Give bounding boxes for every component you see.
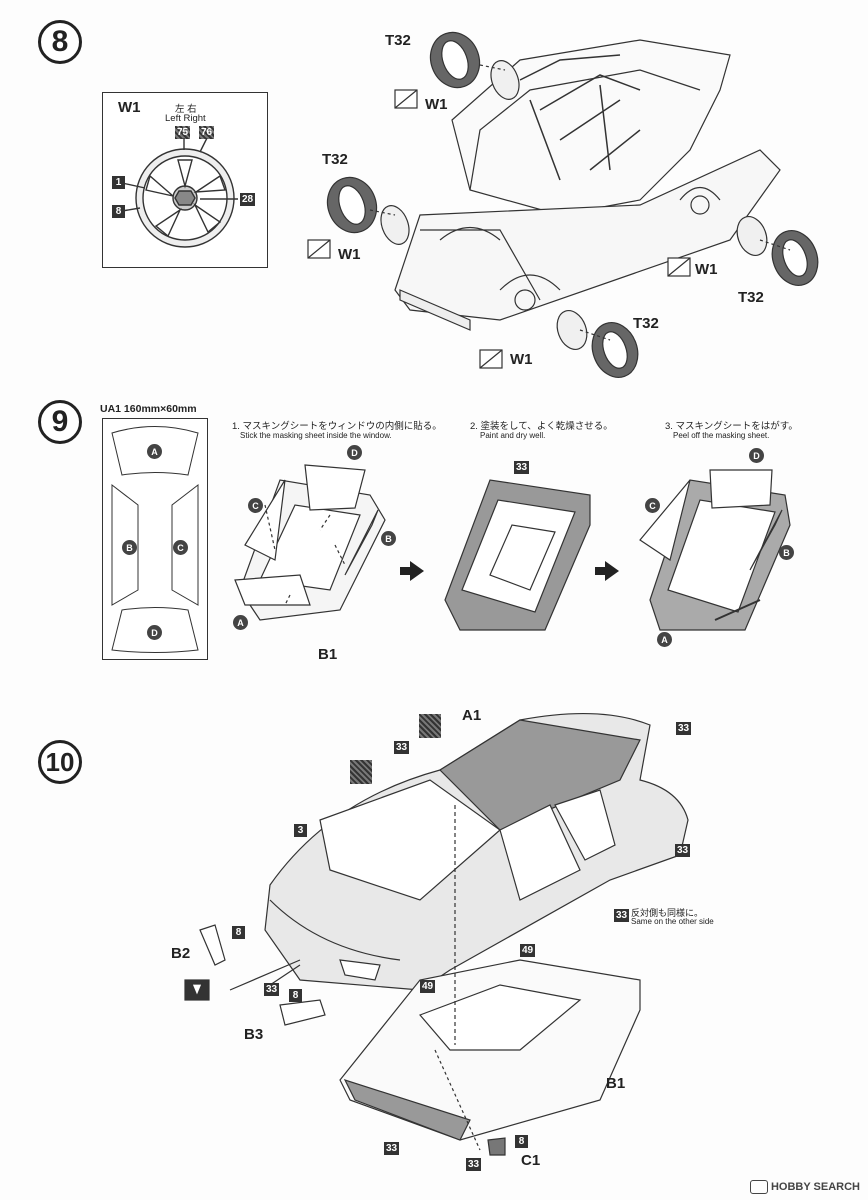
mask-label-c: C — [173, 540, 188, 555]
wheel-label-left: W1 — [338, 246, 361, 263]
left-right-en: Left Right — [165, 113, 206, 124]
decal-8-b: 8 — [289, 989, 302, 1002]
frame3-label-b: B — [779, 545, 794, 560]
frame1-part-b1: B1 — [318, 646, 338, 663]
decal-33-c: 33 — [675, 844, 691, 857]
tire-label-top: T32 — [385, 32, 411, 49]
wheel-label-right: W1 — [695, 261, 718, 278]
decal-49-a: 49 — [520, 944, 536, 957]
watermark-text: HOBBY SEARCH — [770, 1180, 860, 1193]
decal-33-b: 33 — [676, 722, 692, 735]
tire-label-bottom: T32 — [633, 315, 659, 332]
frame3-label-d: D — [749, 448, 764, 463]
stripe-icon-left — [350, 760, 372, 784]
decal-33-d: 33 — [264, 983, 280, 996]
wheel-label-top: W1 — [425, 96, 448, 113]
other-side-note-en: Same on the other side — [631, 917, 714, 926]
instruction-2-jp: 2. 塗装をして、よく乾燥させる。 — [470, 421, 613, 432]
decal-33-f: 33 — [466, 1158, 482, 1171]
other-side-note-jp: 反対側も同様に。 — [631, 908, 704, 918]
step9-arrow-2 — [605, 561, 619, 581]
hobby-search-logo-icon — [749, 1180, 768, 1194]
instruction-1-jp: 1. マスキングシートをウィンドウの内側に貼る。 — [232, 421, 442, 432]
instruction-3-en: Peel off the masking sheet. — [673, 431, 770, 440]
mask-label-b: B — [122, 540, 137, 555]
decal-8-c: 8 — [515, 1135, 528, 1148]
frame1-label-c: C — [248, 498, 263, 513]
stripe-icon-top — [419, 714, 441, 738]
instruction-3-jp: 3. マスキングシートをはがす。 — [665, 421, 798, 432]
frame1-label-a: A — [233, 615, 248, 630]
decal-33-a: 33 — [394, 741, 410, 754]
step9-arrow-2-body — [595, 567, 605, 575]
frame3-label-a: A — [657, 632, 672, 647]
decal-8: 8 — [112, 205, 125, 218]
part-b2: B2 — [171, 945, 191, 962]
step-9-number: 9 — [38, 400, 82, 444]
decal-28: 28 — [240, 193, 256, 206]
part-b1: B1 — [606, 1075, 626, 1092]
mask-label-a: A — [147, 444, 162, 459]
decal-76: 76 — [199, 126, 215, 139]
frame1-label-d: D — [347, 445, 362, 460]
frame1-label-b: B — [381, 531, 396, 546]
left-right-jp: 左 右 — [175, 104, 197, 115]
step-8-number: 8 — [38, 20, 82, 64]
decal-3: 3 — [294, 824, 307, 837]
decal-33-e: 33 — [384, 1142, 400, 1155]
decal-33-side: 33 — [614, 909, 630, 922]
instruction-2-en: Paint and dry well. — [480, 431, 546, 440]
step9-arrow-1 — [410, 561, 424, 581]
step9-arrow-1-body — [400, 567, 410, 575]
wheel-label-bottom: W1 — [510, 351, 533, 368]
decal-8-a: 8 — [232, 926, 245, 939]
step-10-number: 10 — [38, 740, 82, 784]
part-b3: B3 — [244, 1026, 264, 1043]
frame3-label-c: C — [645, 498, 660, 513]
part-a1: A1 — [462, 707, 482, 724]
mask-label-d: D — [147, 625, 162, 640]
wheel-box-title: W1 — [118, 99, 141, 116]
watermark: HOBBY SEARCH — [749, 1180, 860, 1194]
tire-label-right: T32 — [738, 289, 764, 306]
frame2-decal-33: 33 — [514, 461, 530, 474]
part-c1: C1 — [521, 1152, 541, 1169]
instruction-1-en: Stick the masking sheet inside the windo… — [240, 431, 392, 440]
decal-1: 1 — [112, 176, 125, 189]
mask-sheet-title: UA1 160mm×60mm — [100, 403, 197, 415]
decal-49-b: 49 — [420, 980, 436, 993]
tire-label-left: T32 — [322, 151, 348, 168]
decal-75: 75 — [175, 126, 191, 139]
